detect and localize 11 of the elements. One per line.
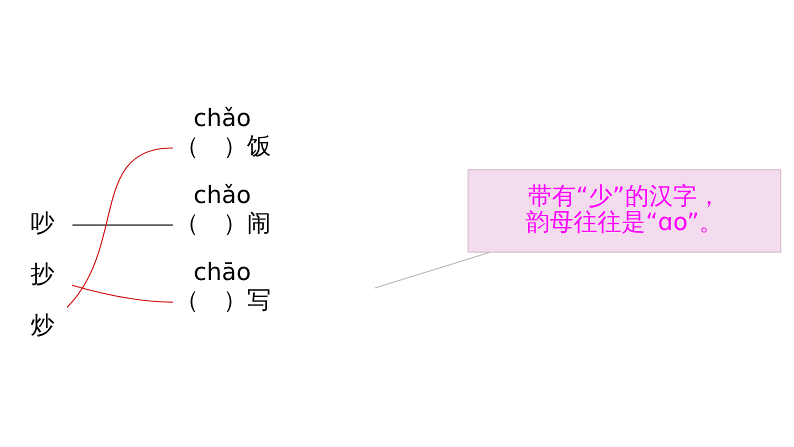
node-text: 吵 bbox=[30, 208, 55, 237]
node-box: 带有“少”的汉字，韵母往往是“ɑo”。 bbox=[468, 168, 782, 252]
connector bbox=[66, 146, 173, 308]
node-text: chāo （ ）写 bbox=[175, 258, 272, 314]
connector bbox=[72, 284, 173, 302]
node-text: 炒 bbox=[30, 310, 55, 339]
node-text: chǎo （ ）饭 bbox=[175, 103, 272, 160]
node-text: chǎo （ ）闹 bbox=[175, 180, 272, 237]
node-text: 抄 bbox=[30, 260, 55, 288]
connector bbox=[374, 251, 490, 288]
connector bbox=[72, 224, 173, 226]
